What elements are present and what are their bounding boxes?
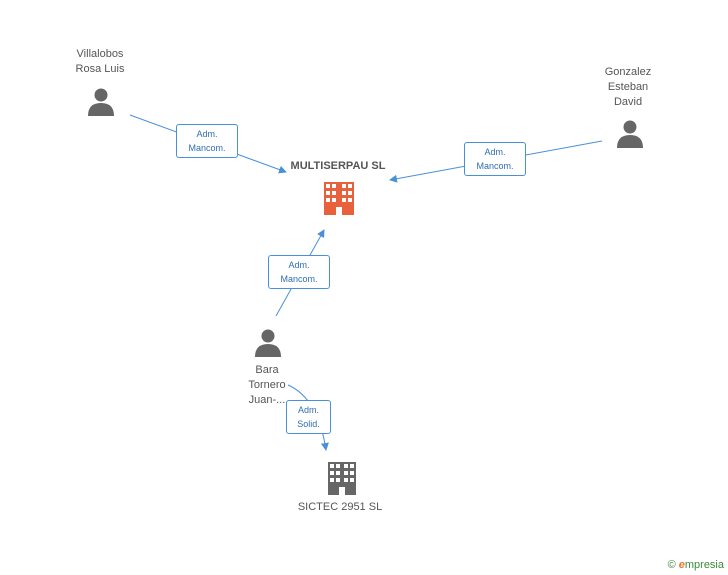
role-mode: Mancom. (280, 274, 318, 284)
role-type: Adm. (196, 129, 218, 139)
building-icon[interactable] (328, 462, 356, 495)
edge-label-role[interactable]: Adm. Mancom. (268, 255, 330, 289)
company-name: SICTEC 2951 SL (297, 501, 383, 513)
brand-logo[interactable]: © empresia (668, 559, 724, 571)
person-name: Villalobos Rosa Luis (75, 48, 125, 75)
role-type: Adm. (288, 260, 310, 270)
node-villalobos[interactable]: Villalobos Rosa Luis (48, 47, 152, 77)
person-icon[interactable] (255, 329, 281, 358)
person-icon[interactable] (88, 88, 114, 117)
person-icon[interactable] (617, 120, 643, 149)
node-sictec[interactable]: SICTEC 2951 SL (280, 500, 400, 515)
role-type: Adm. (484, 147, 506, 157)
person-name: Bara Tornero Juan-... (248, 364, 286, 406)
edge-label-role[interactable]: Adm. Mancom. (464, 142, 526, 176)
copyright-symbol: © (667, 559, 676, 571)
company-name: MULTISERPAU SL (290, 160, 386, 172)
node-multiserpau[interactable]: MULTISERPAU SL (270, 159, 406, 174)
role-type: Adm. (297, 405, 319, 415)
role-mode: Solid. (297, 419, 320, 429)
node-gonzalez[interactable]: Gonzalez Esteban David (578, 65, 678, 110)
building-icon[interactable] (324, 182, 354, 215)
role-mode: Mancom. (188, 143, 226, 153)
node-bara[interactable]: Bara Tornero Juan-... (225, 363, 309, 408)
edge-label-role[interactable]: Adm. Mancom. (176, 124, 238, 158)
person-name: Gonzalez Esteban David (604, 66, 652, 108)
role-mode: Mancom. (476, 161, 514, 171)
brand-name: mpresia (684, 559, 724, 571)
brand-initial: e (678, 559, 685, 571)
edge-label-role[interactable]: Adm. Solid. (286, 400, 331, 434)
